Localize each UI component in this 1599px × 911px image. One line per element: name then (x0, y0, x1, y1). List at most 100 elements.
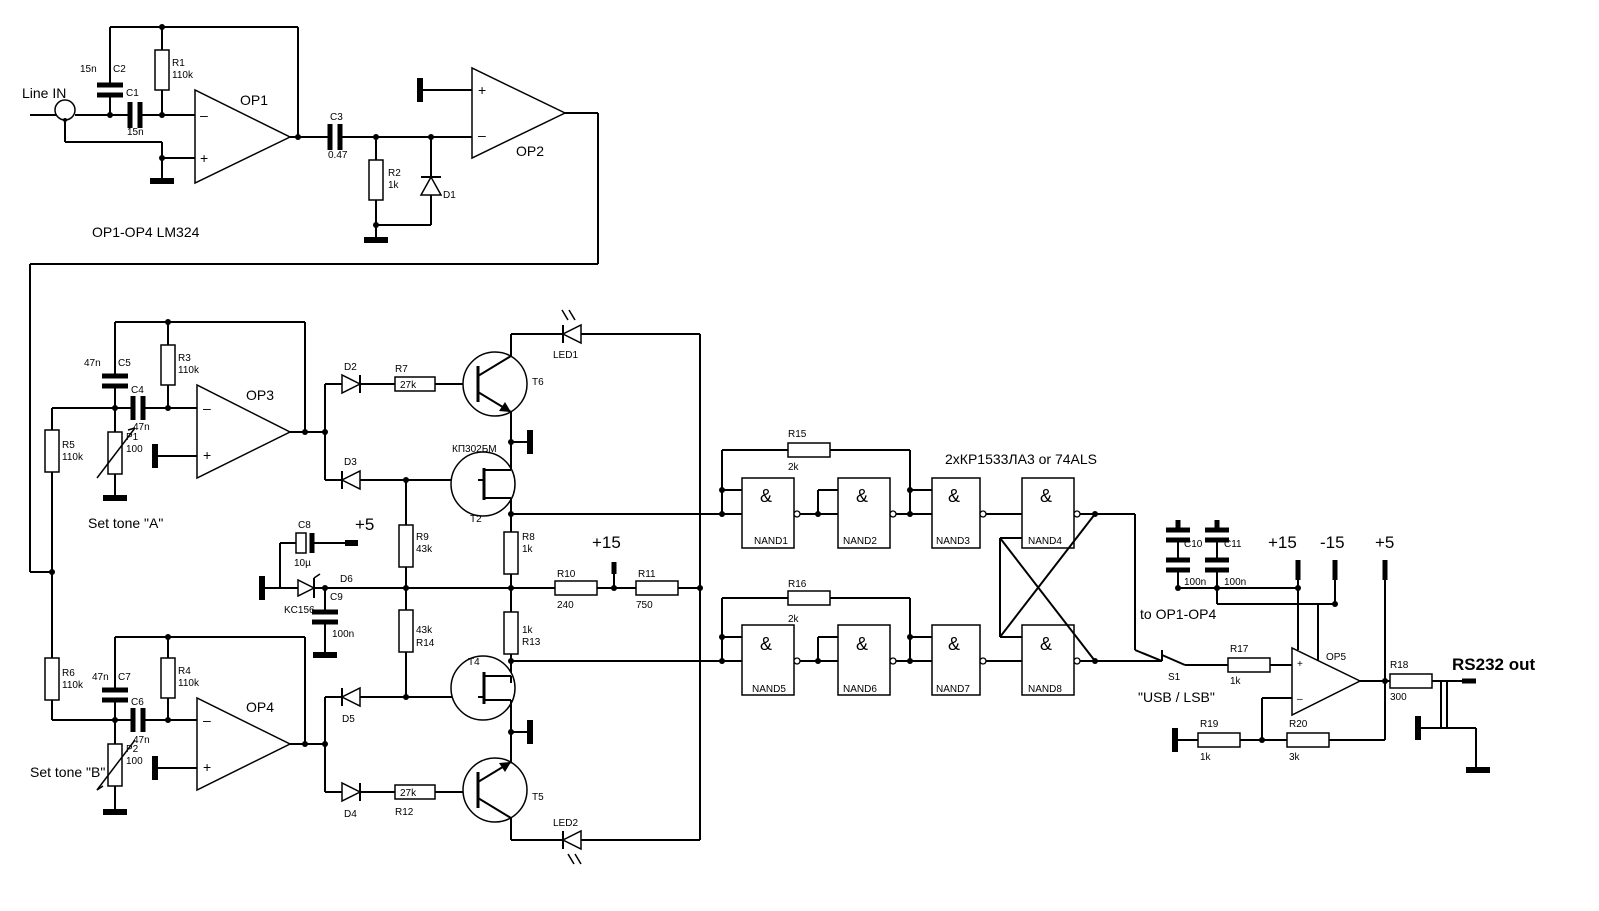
d1-label: D1 (443, 190, 456, 201)
r1-ref: R1 (172, 58, 185, 69)
rail-plus15-left: +15 (592, 533, 621, 552)
r8-value: 1k (522, 544, 534, 555)
r4 (160, 657, 176, 699)
t2-label: T2 (470, 514, 482, 525)
nand-logic: 2xКР1533ЛА3 or 74ALS R15 2k & NAND1 & NA… (719, 429, 1150, 696)
op3-minus: – (203, 400, 211, 416)
rs232-out-label: RS232 out (1452, 655, 1535, 674)
op2-plus: + (478, 82, 486, 98)
r5-ref: R5 (62, 440, 75, 451)
nand1-label: NAND1 (754, 536, 788, 547)
d5-label: D5 (342, 714, 355, 725)
c9-ref: C9 (330, 592, 343, 603)
r10-ref: R10 (557, 569, 576, 580)
nand7-symbol: & (948, 634, 960, 654)
r6 (44, 657, 60, 701)
r12-ref: R12 (395, 807, 414, 818)
channel-a: R5 110k C5 47n C4 47n R3 110k P1 10 (44, 319, 478, 640)
r16-ref: R16 (788, 579, 807, 590)
nand5-symbol: & (760, 634, 772, 654)
op5-plus: + (1297, 659, 1303, 670)
rail-plus5-left: +5 (355, 515, 374, 534)
r17 (1227, 657, 1271, 673)
r3-ref: R3 (178, 353, 191, 364)
to-op-note: to OP1-OP4 (1140, 606, 1216, 622)
r14-value: 43k (416, 625, 433, 636)
c5-ref: C5 (118, 358, 131, 369)
r5-value: 110k (62, 452, 84, 463)
r19-ref: R19 (1200, 719, 1219, 730)
r6-value: 110k (62, 680, 84, 691)
p2-pot (107, 743, 123, 787)
nand3-symbol: & (948, 486, 960, 506)
r16 (787, 590, 831, 606)
r17-ref: R17 (1230, 644, 1249, 655)
t6-label: T6 (532, 377, 544, 388)
t5-label: T5 (532, 792, 544, 803)
nand8-symbol: & (1040, 634, 1052, 654)
r7-ref: R7 (395, 364, 408, 375)
r8 (503, 531, 519, 575)
t4-label: T4 (468, 657, 480, 668)
line-in-label: Line IN (22, 85, 66, 101)
t2-type: КП302БМ (452, 444, 497, 455)
d4 (341, 781, 362, 803)
d6-type: KC156 (284, 605, 315, 616)
op2-label: OP2 (516, 143, 544, 159)
r14-ref: R14 (416, 638, 435, 649)
r17-value: 1k (1230, 676, 1242, 687)
led1 (561, 323, 582, 345)
p1-value: 100 (126, 444, 143, 455)
op2-minus: – (478, 127, 486, 143)
set-tone-a: Set tone "A" (88, 515, 163, 531)
input-stage: Line IN C1 15n C2 15n R1 110k (22, 24, 599, 575)
r9-value: 43k (416, 544, 433, 555)
d3 (340, 469, 361, 491)
c8-plate-a (295, 532, 307, 554)
nand4-label: NAND4 (1028, 536, 1062, 547)
op3-plus: + (203, 447, 211, 463)
t5-transistor (462, 757, 528, 823)
output-stage: S1 "USB / LSB" C10 100n C11 100n to OP1-… (1134, 514, 1535, 773)
chip-note: OP1-OP4 LM324 (92, 224, 200, 240)
p1-ref: P1 (126, 432, 139, 443)
c11-value: 100n (1224, 577, 1246, 588)
r15 (787, 442, 831, 458)
set-tone-b: Set tone "B" (30, 764, 105, 780)
r3-value: 110k (178, 365, 200, 376)
op1-amplifier (194, 88, 292, 185)
nand6-label: NAND6 (843, 684, 877, 695)
r1-value: 110k (172, 70, 194, 81)
op3-label: OP3 (246, 387, 274, 403)
c6-ref: C6 (131, 697, 144, 708)
s1-switch-lever[interactable] (1161, 654, 1186, 666)
c3-ref: C3 (330, 112, 343, 123)
transistor-stage: T6 LED1 КП302БМ T2 R8 1k R9 (259, 309, 722, 865)
r18 (1389, 673, 1433, 689)
c1-value: 15n (127, 127, 144, 138)
op1-label: OP1 (240, 92, 268, 108)
r18-ref: R18 (1390, 660, 1409, 671)
nand3-label: NAND3 (936, 536, 970, 547)
d2 (341, 373, 362, 395)
r4-value: 110k (178, 678, 200, 689)
r20-ref: R20 (1289, 719, 1308, 730)
r15-value: 2k (788, 462, 800, 473)
r11-ref: R11 (638, 569, 656, 580)
r10 (554, 580, 598, 596)
c9-value: 100n (332, 629, 354, 640)
r9-ref: R9 (416, 532, 429, 543)
rail-minus15: -15 (1320, 533, 1345, 552)
op5-label: OP5 (1326, 652, 1346, 663)
c6-value: 47n (133, 735, 150, 746)
op1-minus: – (200, 107, 208, 123)
r20-value: 3k (1289, 752, 1301, 763)
op4-minus: – (203, 712, 211, 728)
nand1-gate (741, 477, 795, 549)
r13 (503, 611, 519, 655)
channel-b: R6 110k C7 47n C6 47n R4 110k P2 10 (30, 572, 478, 820)
d2-label: D2 (344, 362, 357, 373)
r2-ref: R2 (388, 168, 401, 179)
d3-label: D3 (344, 457, 357, 468)
led1-label: LED1 (553, 350, 578, 361)
